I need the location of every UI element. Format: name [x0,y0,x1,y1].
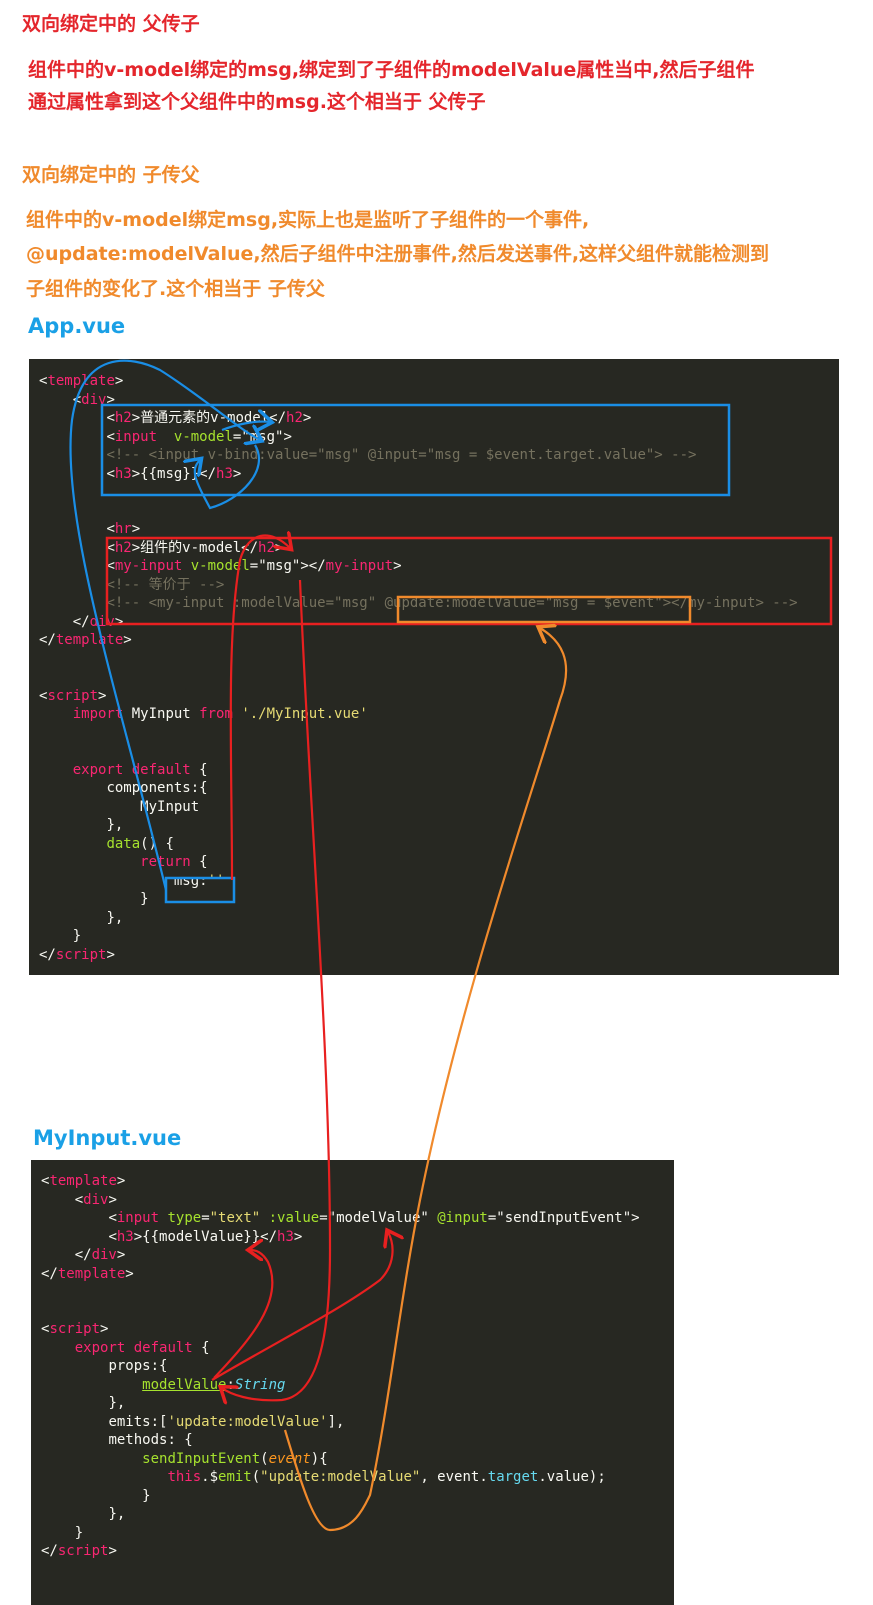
child-code-block: <template> <div> <input type="text" :val… [31,1160,674,1605]
child-to-parent-line-1: 组件中的v-model绑定msg,实际上也是监听了子组件的一个事件, [26,209,590,231]
child-code: <template> <div> <input type="text" :val… [41,1173,640,1559]
child-to-parent-line-3: 子组件的变化了.这个相当于 子传父 [26,278,325,300]
app-code-block: <template> <div> <h2>普通元素的v-model</h2> <… [29,359,839,975]
app-code: <template> <div> <h2>普通元素的v-model</h2> <… [39,373,798,963]
child-file-title: MyInput.vue [33,1126,182,1150]
parent-to-child-heading: 双向绑定中的 父传子 [22,13,200,35]
app-file-title: App.vue [28,314,126,338]
parent-to-child-line-2: 通过属性拿到这个父组件中的msg.这个相当于 父传子 [28,91,486,113]
child-to-parent-line-2: @update:modelValue,然后子组件中注册事件,然后发送事件,这样父… [26,243,770,265]
parent-to-child-line-1: 组件中的v-model绑定的msg,绑定到了子组件的modelValue属性当中… [28,59,755,81]
child-to-parent-heading: 双向绑定中的 子传父 [22,164,200,186]
